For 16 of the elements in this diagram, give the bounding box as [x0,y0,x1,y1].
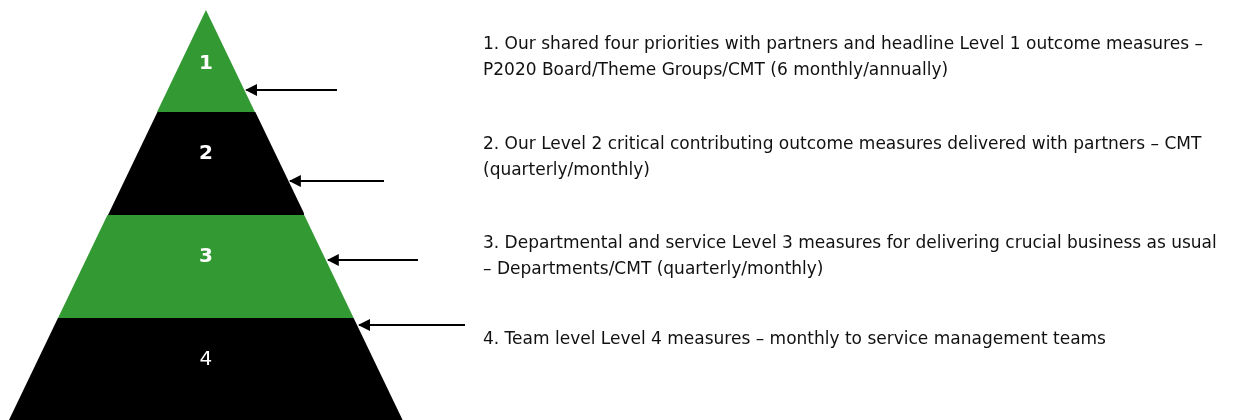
pyramid-tier [107,112,305,215]
arrow [288,175,385,187]
pyramid-tier [9,318,403,420]
pyramid-tier [58,215,354,318]
arrow [326,254,419,266]
description-text: 1. Our shared four priorities with partners and headline Level 1 outcome measures – P2020 Board/Theme Groups/CMT (6 monthly/annually) [483,32,1204,81]
arrow [358,319,466,331]
description-text: 3. Departmental and service Level 3 measures for delivering crucial business as usual – Departments/CMT (quarterly/monthly) [483,231,1218,280]
tier-number: 4 [198,346,214,370]
tier-number: 1 [198,50,214,74]
tier-number: 2 [198,140,214,164]
description-text: 2. Our Level 2 critical contributing outcome measures delivered with partners – CMT (quarterly/monthly) [483,132,1203,181]
tier-number: 3 [198,243,214,267]
description-text: 4. Team level Level 4 measures – monthly to service management teams [483,327,1107,350]
arrow [245,84,338,96]
pyramid-tier [157,10,255,112]
